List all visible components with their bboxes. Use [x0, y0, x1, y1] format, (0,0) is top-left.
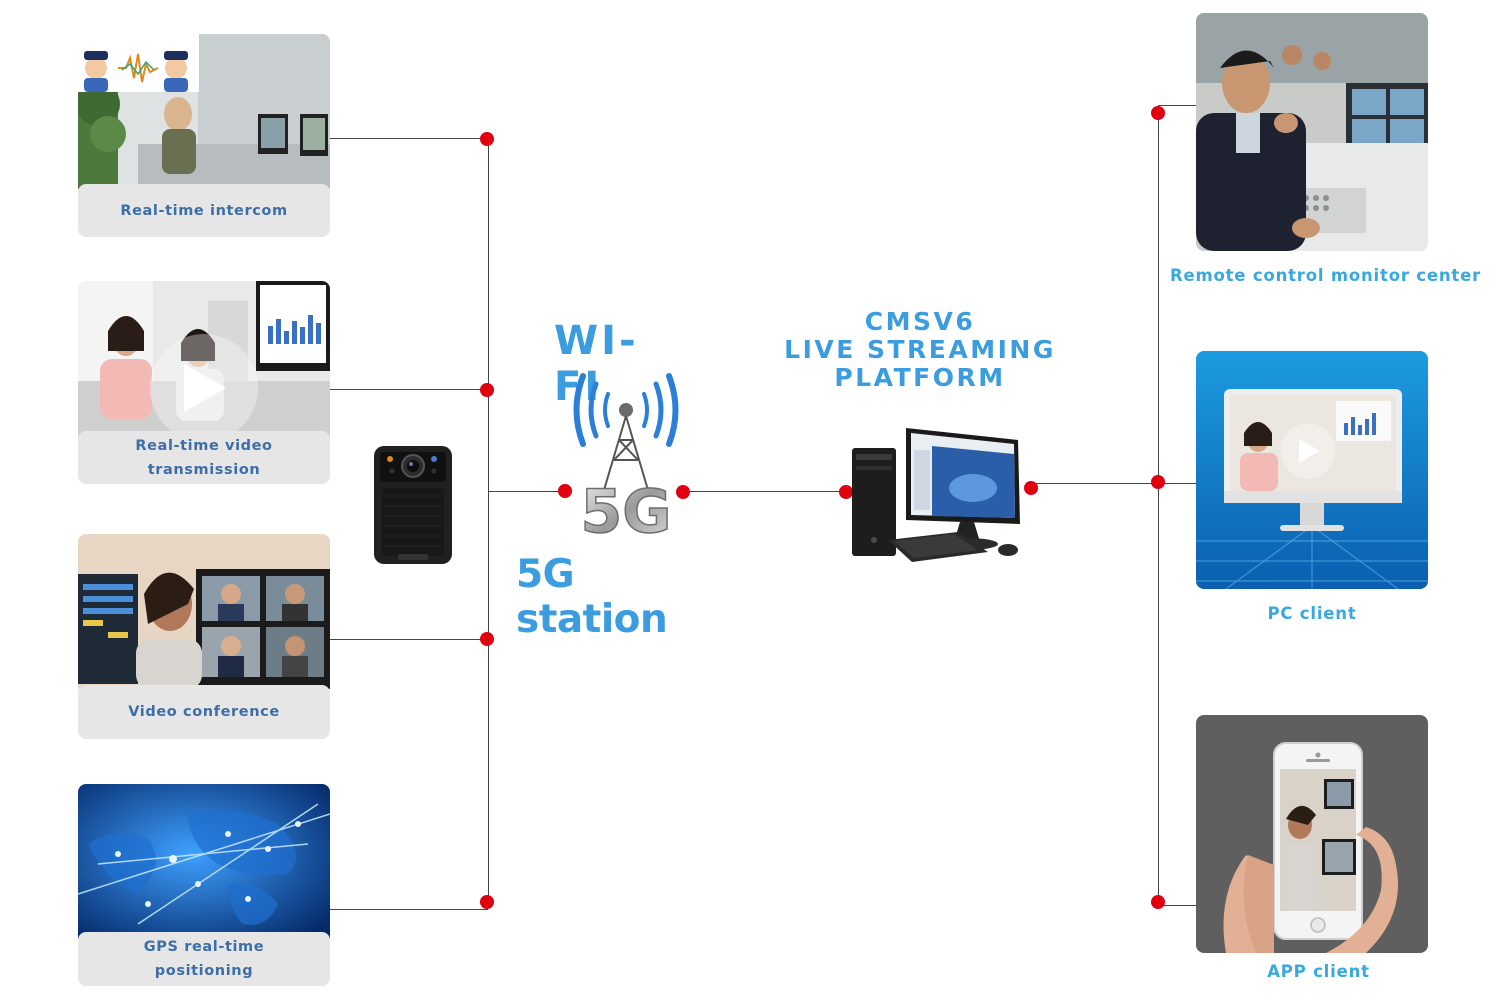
- signal-wave-icon: [573, 373, 679, 447]
- connector-bus-to-station: [488, 491, 565, 492]
- video-transmission-label: Real-time video transmission: [78, 431, 330, 484]
- connector-app-client: [1158, 905, 1196, 906]
- police-officer-icon: [164, 51, 188, 92]
- platform-title-line2: LIVE STREAMING PLATFORM: [784, 335, 1056, 392]
- connector-dot: [1151, 475, 1165, 489]
- intercom-card: Real-time intercom: [78, 34, 330, 237]
- 5g-tower-icon: 5G: [566, 370, 686, 550]
- connector-dot: [1151, 106, 1165, 120]
- intercom-label: Real-time intercom: [78, 184, 330, 237]
- gps-label: GPS real-time positioning: [78, 932, 330, 986]
- gps-photo: [78, 784, 330, 939]
- platform-title-line1: CMSV6: [864, 307, 976, 336]
- play-icon: [184, 364, 226, 412]
- video-transmission-photo: [78, 281, 330, 436]
- pc-client-label: PC client: [1267, 604, 1357, 623]
- left-bus-line: [488, 138, 489, 902]
- connector-dot: [1151, 895, 1165, 909]
- monitor-center-panel: [1196, 13, 1428, 251]
- police-officer-icon: [84, 51, 108, 92]
- connector-video-conference: [330, 639, 488, 640]
- video-conference-photo: [78, 534, 330, 689]
- app-client-panel: [1196, 715, 1428, 953]
- connector-dot: [839, 485, 853, 499]
- gps-card: GPS real-time positioning: [78, 784, 330, 986]
- app-client-label: APP client: [1267, 962, 1370, 981]
- connector-monitor-center: [1158, 105, 1196, 106]
- connector-dot: [480, 895, 494, 909]
- connector-dot: [480, 632, 494, 646]
- connector-pc-client: [1158, 483, 1196, 484]
- connector-dot: [558, 484, 572, 498]
- right-bus-line: [1158, 105, 1159, 905]
- connector-platform-to-right: [1031, 483, 1158, 484]
- connector-gps: [330, 909, 488, 910]
- connector-dot: [480, 383, 494, 397]
- pc-client-panel: [1196, 351, 1428, 589]
- connector-dot: [676, 485, 690, 499]
- connector-video-transmission: [330, 389, 488, 390]
- video-conference-card: Video conference: [78, 534, 330, 739]
- 5g-station-label: 5G station: [516, 552, 668, 642]
- desktop-computer-icon: [848, 420, 1038, 570]
- platform-title: CMSV6 LIVE STREAMING PLATFORM: [718, 308, 1122, 392]
- connector-dot: [1024, 481, 1038, 495]
- connector-intercom: [330, 138, 488, 139]
- body-camera-device: [372, 444, 454, 566]
- 5g-tower-text: 5G: [581, 477, 672, 547]
- monitor-center-label: Remote control monitor center: [1170, 266, 1482, 285]
- connector-dot: [480, 132, 494, 146]
- connector-station-to-platform: [683, 491, 846, 492]
- video-transmission-card: Real-time video transmission: [78, 281, 330, 484]
- video-conference-label: Video conference: [78, 685, 330, 739]
- intercom-photo: [78, 34, 330, 189]
